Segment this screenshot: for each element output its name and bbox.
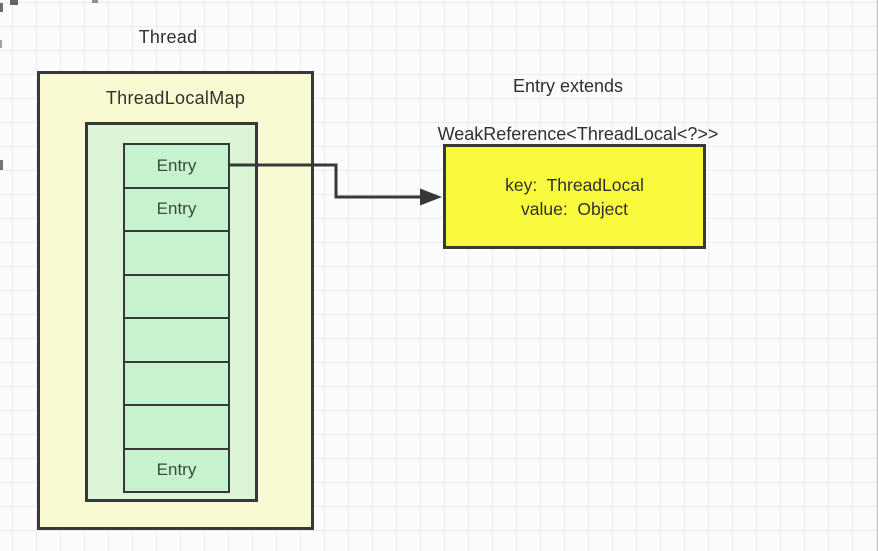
thread-label: Thread [138, 27, 198, 47]
edge-artifact [10, 0, 18, 5]
edge-artifact [92, 0, 98, 3]
entry-extends-note: Entry extends WeakReference<ThreadLocal<… [400, 74, 736, 170]
edge-artifact [0, 160, 3, 170]
entry-value-line: value: Object [521, 198, 628, 219]
entry-detail-box: key: ThreadLocal value: Object [443, 144, 706, 249]
note-line-2: WeakReference<ThreadLocal<?>> [437, 124, 719, 144]
entry-cell-7 [125, 404, 228, 448]
threadlocalmap-title: ThreadLocalMap [105, 88, 246, 108]
note-line-1: Entry extends [512, 76, 624, 96]
edge-artifact [876, 0, 878, 551]
entry-key-line: key: ThreadLocal [505, 174, 644, 195]
entry-cell-5 [125, 317, 228, 361]
entry-stack: Entry Entry Entry [123, 143, 230, 493]
entry-cell-4 [125, 273, 228, 317]
entry-cell-3 [125, 230, 228, 274]
edge-artifact [0, 3, 3, 12]
entry-cell-6 [125, 360, 228, 404]
entry-cell-1: Entry [125, 145, 228, 187]
entry-cell-2: Entry [125, 186, 228, 230]
edge-artifact [0, 40, 2, 48]
entry-cell-8: Entry [125, 447, 228, 491]
